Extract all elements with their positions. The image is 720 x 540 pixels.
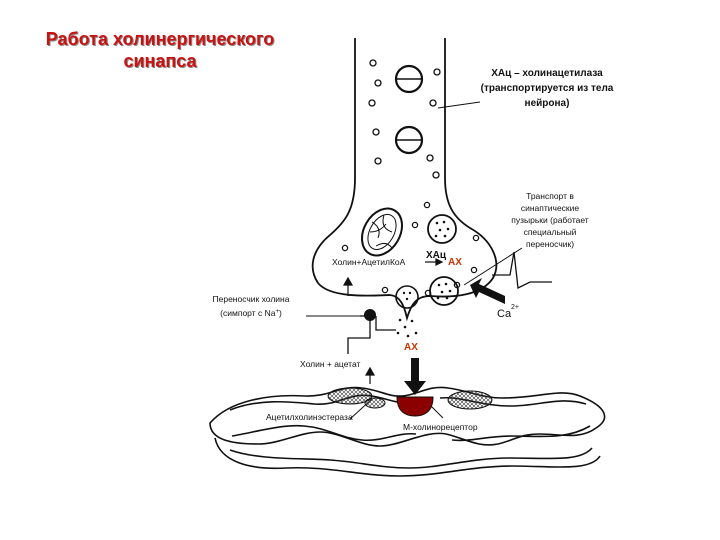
chat-note-line-3: нейрона) [525,98,570,109]
carrier-line-2: (симпорт с Na+) [220,308,282,318]
action-potential-spike [492,251,552,289]
arrow-choline-return [364,366,376,384]
page-title: Работа холинергического синапса [45,29,275,71]
carrier-line-2-end: ) [279,308,282,318]
presynaptic-terminal [311,38,498,322]
transport-line-1: Транспорт в [526,191,574,201]
m-cholinoreceptor [396,396,434,417]
exocytosis-vesicle [395,285,419,309]
arrow-to-chat [425,258,444,266]
carrier-annotation: Переносчик холина (симпорт с Na+) [213,294,290,318]
mitochondrion [361,207,403,257]
calcium-arrow [470,278,505,304]
choline-carrier [347,309,396,354]
calcium-label: Ca 2+ [497,304,519,320]
ach-label-terminal: АХ [448,257,462,268]
transport-line-3: пузырьки (работает [511,215,589,225]
transport-line-4: специальный [524,227,577,237]
chat-annotation: ХАц – холинацетилаза (транспортируется и… [481,68,614,109]
large-vesicle-top [427,214,457,244]
acetylcholinesterase-label: Ацетилхолинэстераза [266,412,353,422]
calcium-symbol: Ca [497,308,512,320]
acetylcholinesterase-patches [327,387,493,410]
transport-line-2: синаптические [521,203,580,213]
axon-vesicles [368,59,441,179]
choline-acetylcoa-label: Холин+АцетилКоА [332,257,406,267]
chat-note-line-2: (транспортируется из тела [481,83,614,94]
ach-label-cleft: АХ [404,342,418,353]
transport-line-5: переносчик) [526,239,574,249]
chat-note-line-1: ХАц – холинацетилаза [491,68,603,79]
carrier-sodium-charge: + [275,309,279,315]
carrier-line-1: Переносчик холина [213,294,290,304]
microtubule-vesicles [394,64,424,155]
m-cholinoreceptor-label: М-холинорецептор [403,422,478,432]
released-ach-dots [396,318,418,338]
terminal-vesicles [341,201,480,297]
ach-to-receptor-arrow [404,358,426,395]
arrow-choline-uptake [342,276,354,296]
transport-annotation: Транспорт в синаптические пузырьки (рабо… [511,191,589,249]
choline-acetate-label: Холин + ацетат [300,359,360,369]
chat-label: ХАц [426,250,447,261]
carrier-line-2-text: (симпорт с Na [220,308,276,318]
calcium-charge: 2+ [511,304,519,311]
large-vesicle-ach [429,276,459,306]
